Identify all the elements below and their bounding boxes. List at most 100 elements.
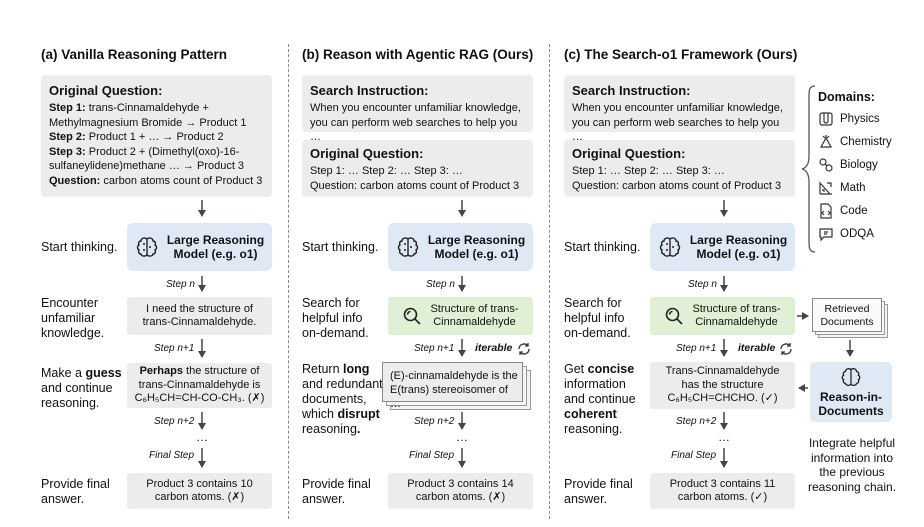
label-line: knowledge.: [41, 326, 105, 340]
label-line: Search for: [564, 296, 622, 310]
panel-a-title: (a) Vanilla Reasoning Pattern: [41, 47, 228, 62]
label-bold: long: [343, 362, 370, 376]
cycle-icon: [518, 343, 530, 355]
panel-divider-left: [288, 44, 289, 519]
caption-line: information into: [810, 450, 894, 465]
label-line: reasoning.: [564, 422, 623, 436]
label-bold: guess: [85, 366, 122, 380]
panel-b-label-return: Return long and redundant documents, whi…: [302, 362, 383, 437]
label-line: answer.: [41, 492, 85, 506]
structure-line2: has the structure: [681, 378, 764, 391]
panel-b-search-box: Structure of trans-Cinnamaldehyde: [388, 297, 533, 335]
instruction-line2: you can perform web searches to help you…: [572, 116, 780, 144]
question-header: Original Question:: [572, 146, 686, 161]
panel-b-label-start: Start thinking.: [302, 240, 379, 254]
domains-header: Domains:: [818, 90, 875, 104]
rid-line1: Reason-in-: [819, 390, 882, 404]
panel-b-step-n2: Step n+2: [414, 416, 455, 427]
label-line: Provide final: [302, 477, 371, 491]
step1-text: trans-Cinnamaldehyde +: [85, 102, 209, 114]
answer-line1: Product 3 contains 11: [669, 477, 776, 490]
panel-divider-right: [549, 44, 550, 519]
question-text: carbon atoms count of Product 3: [100, 174, 263, 187]
panel-a-label-final: Provide final answer.: [41, 477, 110, 507]
panel-b-step-n1: Step n+1: [414, 343, 455, 354]
search-icon: [666, 307, 684, 325]
panel-c-step-n: Step n: [688, 279, 717, 290]
caption-line: the previous: [819, 465, 885, 479]
domain-item-biology: Biology: [818, 153, 892, 176]
label-line: helpful info: [302, 311, 363, 325]
panel-c-final-step: Final Step: [671, 450, 717, 461]
label-bold: coherent: [564, 407, 617, 421]
panel-b-question-box: Original Question: Step 1: … Step 2: … S…: [302, 140, 533, 197]
brain-icon: [841, 368, 861, 386]
label-bold: concise: [587, 362, 635, 376]
answer-line2: carbon atoms. (✓): [677, 491, 768, 503]
lrm-line2: Model (e.g. o1): [696, 247, 781, 261]
panel-a-label-start: Start thinking.: [41, 240, 118, 254]
lrm-line1: Large Reasoning: [427, 232, 526, 247]
label-line: unfamiliar: [41, 311, 96, 325]
retrieved-line2: Documents: [820, 315, 874, 328]
search-line2: Cinnamaldehyde: [695, 316, 778, 328]
step3-text-2: sulfaneylidene)methane … → Product 3: [49, 160, 245, 172]
instruction-header: Search Instruction:: [572, 83, 691, 98]
panel-b-step-n: Step n: [426, 279, 455, 290]
guess-bold: Perhaps: [139, 365, 183, 378]
label-line: answer.: [564, 492, 608, 506]
need-line1: I need the structure of: [145, 302, 253, 315]
odqa-icon: [819, 227, 833, 241]
biology-icon: [819, 157, 833, 172]
panel-c-label-search: Search for helpful info on-demand.: [564, 296, 631, 341]
need-line2: trans-Cinnamaldehyde.: [142, 316, 257, 328]
math-icon: [819, 180, 832, 195]
panel-a-question-box: Original Question: Step 1: trans-Cinnama…: [41, 75, 272, 197]
rid-line2: Documents: [818, 404, 884, 418]
step1-label: Step 1:: [49, 102, 86, 114]
caption-line: Integrate helpful: [808, 436, 896, 450]
label-line: information: [564, 377, 626, 391]
panel-c-dots: …: [718, 430, 731, 444]
label-line: reasoning.: [41, 396, 100, 410]
panel-c-instruction-box: Search Instruction: When you encounter u…: [564, 75, 795, 143]
search-line1: Structure of trans-: [430, 302, 519, 315]
label-line: and continue: [564, 392, 636, 406]
domain-label: ODQA: [840, 227, 874, 240]
lrm-line1: Large Reasoning: [166, 232, 265, 247]
panel-a-step-n2: Step n+2: [154, 416, 195, 427]
panel-b-label-search: Search for helpful info on-demand.: [302, 296, 369, 341]
label-part: Make a: [41, 366, 86, 380]
panel-a-final-step: Final Step: [149, 450, 195, 461]
answer-line1: Product 3 contains 14: [407, 477, 514, 490]
panel-c-title: (c) The Search-o1 Framework (Ours): [564, 47, 798, 62]
question-header: Original Question:: [310, 146, 424, 161]
doc-line2: E(trans) stereoisomer of …: [390, 384, 508, 410]
reason-in-documents-box: Reason-in- Documents: [810, 362, 892, 422]
panel-c-step-n1: Step n+1: [676, 343, 717, 354]
domain-label: Code: [840, 204, 868, 217]
integrate-caption: Integrate helpful information into the p…: [798, 436, 906, 494]
panel-b-iterable-label: iterable: [475, 342, 513, 354]
label-line: Provide final: [41, 477, 110, 491]
physics-icon: [819, 111, 833, 126]
domains-brace: [801, 85, 816, 253]
panel-c-question-box: Original Question: Step 1: … Step 2: … S…: [564, 140, 795, 197]
panel-c-label-start: Start thinking.: [564, 240, 641, 254]
label-bold: .: [356, 422, 361, 436]
retrieved-documents-box: Retrieved Documents: [812, 298, 882, 332]
label-part: Get: [564, 362, 588, 376]
label-line: on-demand.: [564, 326, 631, 340]
domain-item-chemistry: Chemistry: [818, 130, 892, 153]
domain-item-code: Code: [818, 199, 892, 222]
search-line2: Cinnamaldehyde: [433, 316, 516, 328]
structure-line3: C₆H₅CH=CHCHO. (✓): [667, 392, 778, 405]
question-header: Original Question:: [49, 83, 163, 98]
domains-list: Physics Chemistry Biology Math Code ODQA: [818, 107, 892, 245]
panel-c-iterable-label: iterable: [738, 342, 776, 354]
